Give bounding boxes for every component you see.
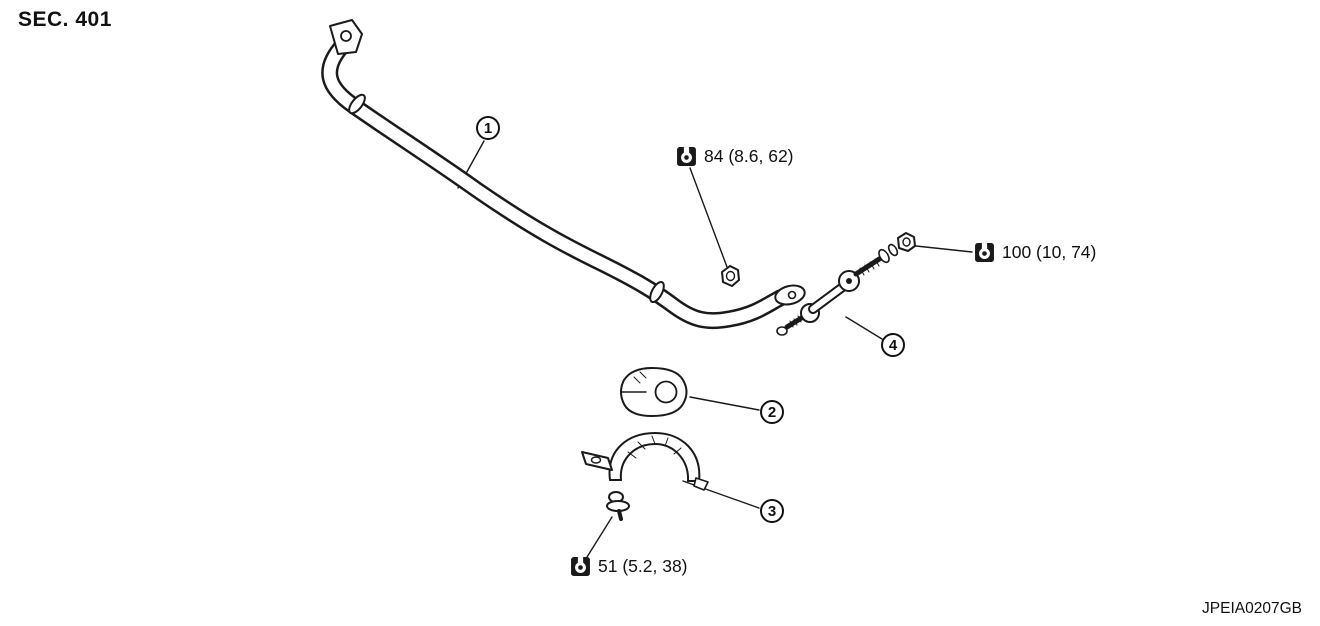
callout-1-stabilizer-bar: 1 (476, 116, 500, 140)
callout-2-number: 2 (767, 403, 777, 421)
torque-spec-51: 51 (5.2, 38) (570, 556, 688, 577)
callout-4-number: 4 (888, 336, 898, 354)
torque-wrench-icon (676, 146, 697, 167)
callout-1-number: 1 (483, 119, 493, 137)
torque-wrench-icon (974, 242, 995, 263)
section-title: SEC. 401 (18, 8, 112, 31)
torque-value: 100 (10, 74) (1002, 242, 1097, 262)
callout-3-number: 3 (767, 502, 777, 520)
figure-id: JPEIA0207GB (1202, 600, 1302, 617)
torque-spec-100: 100 (10, 74) (974, 242, 1096, 263)
callout-4-connecting-rod: 4 (881, 333, 905, 357)
callout-3-clamp: 3 (760, 499, 784, 523)
callout-2-bushing: 2 (760, 400, 784, 424)
torque-value: 51 (5.2, 38) (598, 556, 688, 576)
torque-value: 84 (8.6, 62) (704, 146, 794, 166)
torque-spec-84: 84 (8.6, 62) (676, 146, 794, 167)
torque-wrench-icon (570, 556, 591, 577)
